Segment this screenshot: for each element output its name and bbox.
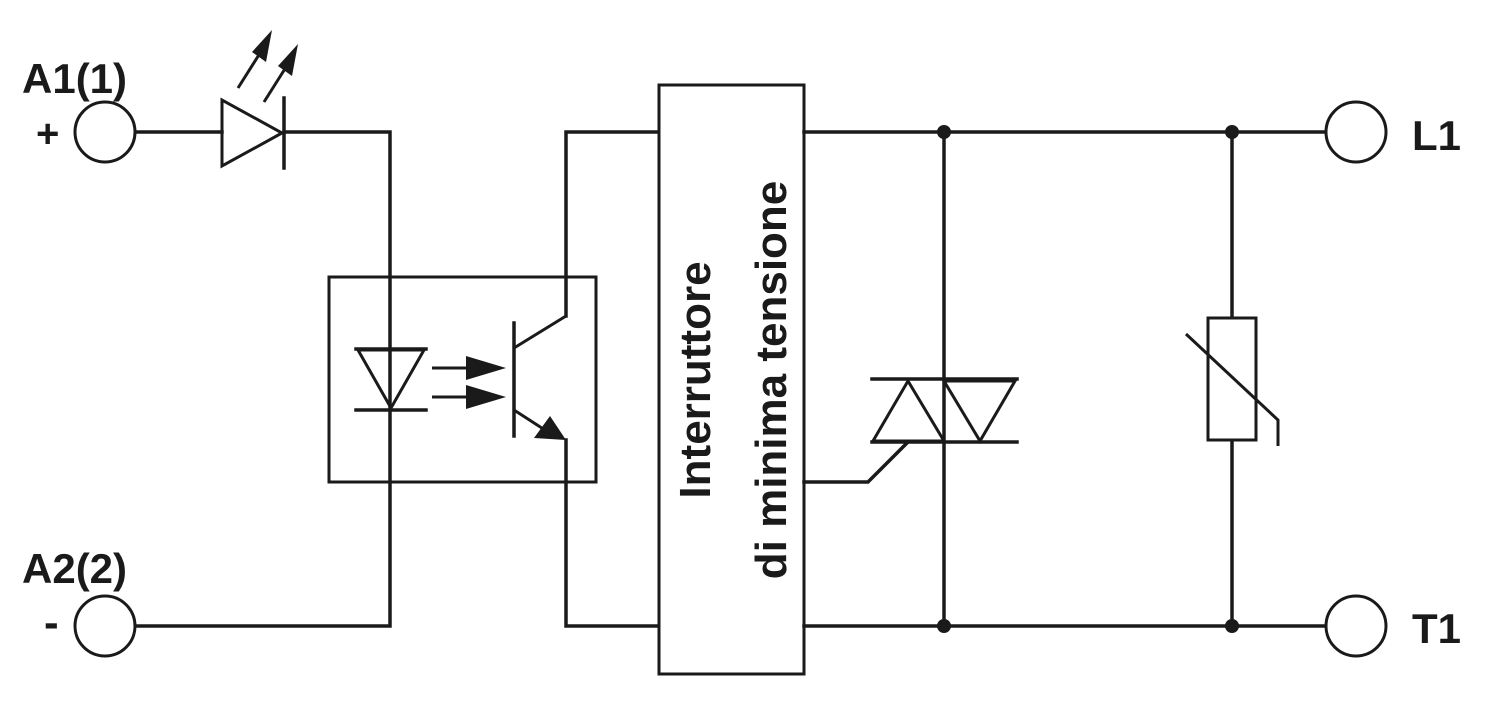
triac-icon [870, 377, 1019, 444]
terminal-a2-label: A2(2) [22, 545, 127, 592]
terminal-t1-label: T1 [1412, 605, 1461, 652]
opto-diode-icon [354, 347, 428, 412]
terminal-t1 [1324, 594, 1388, 658]
terminal-l1-label: L1 [1412, 112, 1461, 159]
output-wiring [802, 125, 1328, 633]
varistor-icon [1184, 316, 1280, 446]
terminal-a1 [73, 100, 137, 164]
terminal-l1 [1324, 100, 1388, 164]
junction-dot [1225, 619, 1239, 633]
junction-dot [937, 125, 951, 139]
terminal-a2-polarity: - [44, 598, 59, 647]
terminal-a2 [73, 594, 137, 658]
undervoltage-switch-block: Interruttore di minima tensione [657, 83, 806, 676]
block-label-line1: Interruttore [671, 261, 720, 498]
led-indicator-icon [220, 30, 298, 170]
junction-dot [1225, 125, 1239, 139]
input-wiring [134, 130, 392, 628]
opto-light-arrows-icon [432, 356, 506, 409]
phototransistor-icon [512, 314, 567, 440]
terminal-a1-polarity: + [36, 112, 59, 156]
terminal-a1-label: A1(1) [22, 55, 127, 102]
block-label-line2: di minima tensione [747, 181, 796, 580]
junction-dot [937, 619, 951, 633]
transistor-wiring [564, 130, 661, 628]
optocoupler [327, 275, 598, 484]
